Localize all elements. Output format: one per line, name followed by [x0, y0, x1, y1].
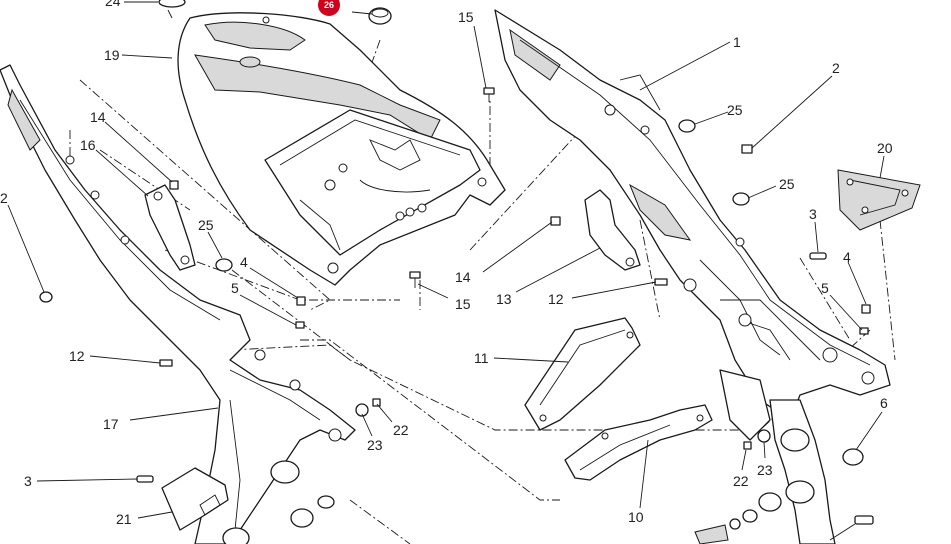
callout-labels: 24 19 15 1 2 25 20 25 3 4 5 14 16 2 25 4… — [0, 0, 893, 527]
callout-19: 19 — [104, 47, 120, 63]
callout-22: 22 — [393, 422, 409, 438]
part-20-plate — [837, 169, 921, 231]
leader-lines — [7, 1, 885, 519]
callout-23: 23 — [757, 462, 773, 478]
callout-17: 17 — [103, 416, 119, 432]
callout-4: 4 — [843, 249, 851, 265]
callout-6: 6 — [880, 395, 888, 411]
fasteners — [39, 87, 874, 544]
part-1-lower-frame — [719, 369, 836, 544]
callout-3: 3 — [809, 206, 817, 222]
callout-4: 4 — [240, 254, 248, 270]
badge-26-label: 26 — [324, 0, 334, 10]
part-16-bracket — [144, 184, 196, 271]
callout-5: 5 — [231, 280, 239, 296]
callout-22: 22 — [733, 473, 749, 489]
part-24-grommet — [158, 0, 186, 8]
new-part-badge: 26 — [318, 0, 340, 16]
callout-21: 21 — [116, 511, 132, 527]
part-11-bracket — [524, 317, 641, 431]
callout-20: 20 — [877, 140, 893, 156]
callout-11: 11 — [474, 350, 489, 366]
part-17-left-subframe — [0, 64, 356, 544]
callout-14: 14 — [455, 269, 471, 285]
part-10-bracket — [564, 404, 713, 481]
part-13-bracket — [584, 189, 641, 271]
part-26-cap — [368, 7, 392, 25]
callout-23: 23 — [367, 437, 383, 453]
callout-2: 2 — [832, 60, 840, 76]
callout-12: 12 — [69, 348, 85, 364]
callout-15: 15 — [455, 296, 471, 312]
callout-5: 5 — [821, 280, 829, 296]
callout-2: 2 — [0, 190, 8, 206]
callout-25: 25 — [779, 176, 795, 192]
callout-3: 3 — [24, 473, 32, 489]
callout-13: 13 — [496, 291, 512, 307]
callout-10: 10 — [628, 509, 644, 525]
callout-24: 24 — [105, 0, 121, 9]
callout-25: 25 — [198, 217, 214, 233]
part-21-plate — [161, 467, 229, 531]
callout-25: 25 — [727, 102, 743, 118]
callout-16: 16 — [80, 137, 96, 153]
callout-12: 12 — [548, 291, 564, 307]
part-1-right-subframe — [494, 9, 891, 421]
part-19-tail-unit — [177, 12, 506, 286]
callout-1: 1 — [733, 34, 741, 50]
callout-15: 15 — [458, 9, 474, 25]
callout-14: 14 — [90, 109, 106, 125]
